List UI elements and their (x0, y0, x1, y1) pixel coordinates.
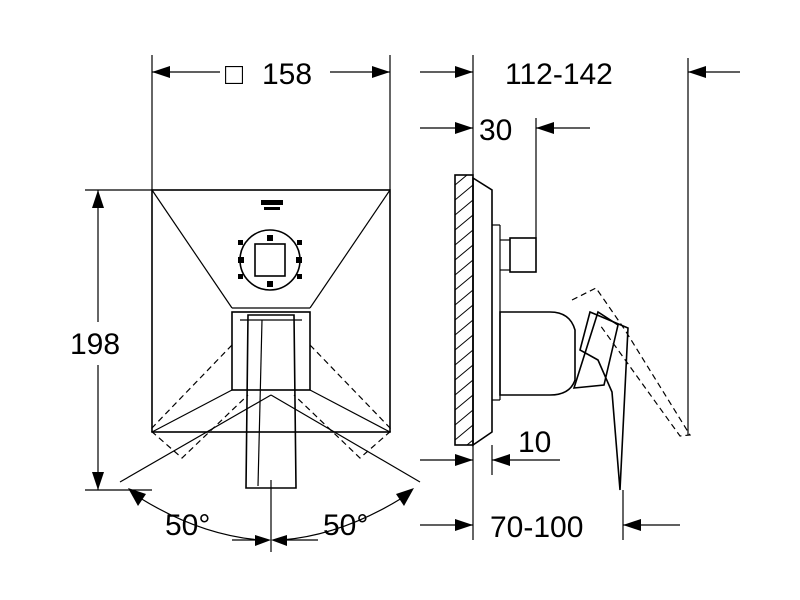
plate-offset-dimension (420, 454, 560, 466)
front-view (119, 189, 421, 552)
plate-profile (472, 176, 493, 447)
depth-value: 112-142 (505, 58, 613, 91)
lever-housing (231, 311, 311, 391)
lever-front (245, 314, 297, 489)
stem-value: 30 (479, 114, 512, 147)
wall-to-lever-dimension (420, 519, 680, 531)
side-view (454, 55, 692, 540)
cover-plate (151, 189, 391, 433)
wall-to-lever-value: 70-100 (490, 511, 583, 544)
depth-dimension (420, 66, 740, 78)
angle-right-label: 50° (323, 509, 368, 542)
height-dimension (85, 189, 152, 491)
height-value: 198 (70, 328, 120, 361)
stem-dimension (420, 122, 590, 134)
brand-logo (261, 200, 283, 210)
lever-right-position (293, 344, 393, 459)
angle-dimensions (128, 488, 414, 546)
width-dimension (151, 55, 391, 190)
diverter-knob (238, 229, 302, 291)
lever-body-side (499, 311, 576, 396)
plate-offset-value: 10 (518, 426, 551, 459)
diverter-stem (509, 237, 537, 273)
width-value: 158 (262, 58, 312, 91)
angle-left-label: 50° (165, 509, 210, 542)
lever-handle-side (579, 310, 629, 491)
lever-left-position (149, 344, 249, 459)
wall-section (454, 174, 474, 446)
lever-swing-position (571, 287, 692, 437)
width-symbol: □ (225, 58, 244, 91)
